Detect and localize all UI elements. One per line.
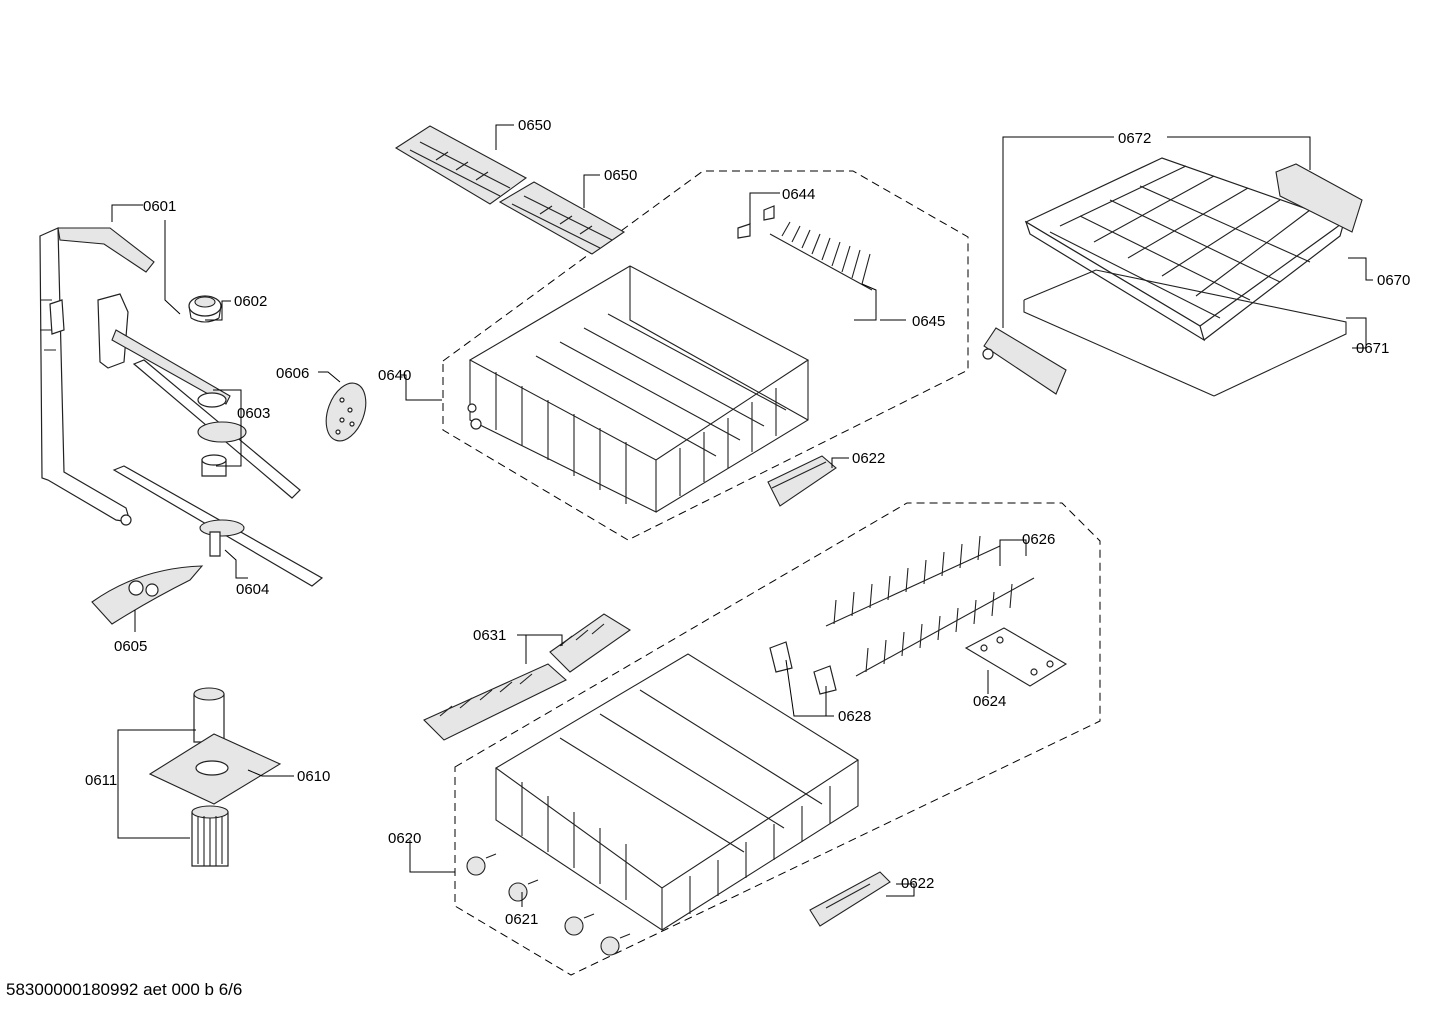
callout-labels: 0601 0602 0603 0604 0605 0606 0610 0611 … (85, 117, 1410, 928)
upper-spray-arm-drawing (97, 293, 301, 499)
spray-arm-cover-drawing (91, 565, 204, 625)
callout-0601: 0601 (143, 198, 176, 215)
filter-assembly-drawing (148, 687, 282, 867)
callout-0626: 0626 (1022, 531, 1055, 548)
callout-0622-lower: 0622 (901, 875, 934, 892)
filter-disc-drawing (325, 382, 367, 442)
callout-0631: 0631 (473, 627, 506, 644)
callout-0650-lower: 0650 (604, 167, 637, 184)
lower-basket-drawing (494, 653, 860, 932)
callout-0621: 0621 (505, 911, 538, 928)
callout-0644: 0644 (782, 186, 815, 203)
callout-0604: 0604 (236, 581, 269, 598)
callout-0624: 0624 (973, 693, 1006, 710)
cutlery-drawer-drawing (982, 157, 1363, 397)
folding-spikes-drawing (769, 535, 1068, 695)
cup-rack-drawing (423, 613, 632, 741)
lower-spray-arm-drawing (112, 465, 324, 587)
leader-lines (111, 124, 1373, 907)
callout-0670: 0670 (1377, 272, 1410, 289)
callout-0610: 0610 (297, 768, 330, 785)
callout-0672: 0672 (1118, 130, 1151, 147)
cup-shelf-drawings (394, 125, 626, 255)
callout-0622-upper: 0622 (852, 450, 885, 467)
lower-basket-group-outline (454, 502, 1101, 976)
upper-basket-drawing (467, 265, 810, 513)
upper-basket-group-outline (442, 170, 969, 541)
callout-0628: 0628 (838, 708, 871, 725)
callout-0606: 0606 (276, 365, 309, 382)
basket-rollers-drawing (466, 853, 631, 956)
spray-arm-supply-tube-drawing (39, 227, 155, 526)
clip-and-spike-row-drawing (737, 205, 873, 291)
callout-0645: 0645 (912, 313, 945, 330)
callout-0620: 0620 (388, 830, 421, 847)
callout-0650-upper: 0650 (518, 117, 551, 134)
callout-0671: 0671 (1356, 340, 1389, 357)
callout-0605: 0605 (114, 638, 147, 655)
document-code: 58300000180992 aet 000 b 6/6 (6, 980, 243, 999)
coupling-nut-drawing (188, 295, 222, 323)
handle-lower-drawing (809, 871, 891, 927)
callout-0602: 0602 (234, 293, 267, 310)
callout-0603: 0603 (237, 405, 270, 422)
callout-0640: 0640 (378, 367, 411, 384)
handle-upper-drawing (767, 455, 837, 507)
callout-0611: 0611 (85, 772, 117, 789)
